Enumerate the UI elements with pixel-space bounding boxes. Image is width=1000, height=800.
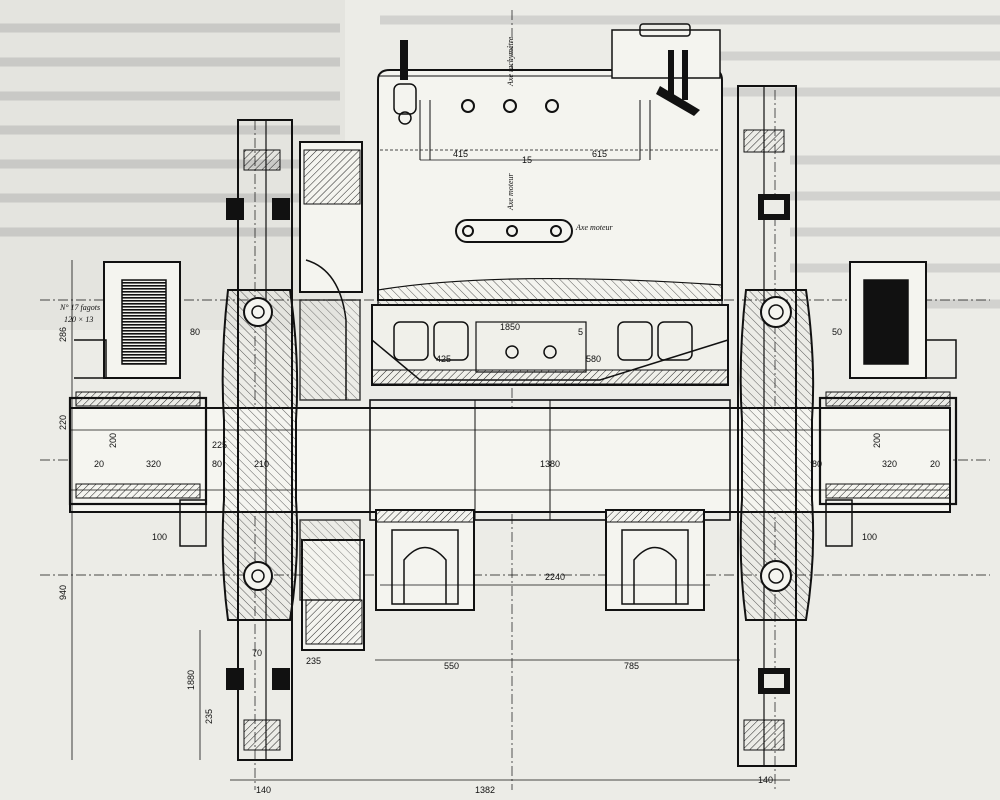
dim-235-left: 235 [204,709,214,724]
dim-320-left: 320 [146,459,161,469]
dim-220: 220 [58,415,68,430]
dim-615: 615 [592,149,607,159]
label-axe-moteur-vertical: Axe moteur [506,172,515,211]
label-ressort-note-1: N° 17 fagots [59,303,100,312]
dim-1850: 1850 [500,322,520,332]
dim-80-r: 80 [190,327,200,337]
dim-50: 50 [832,327,842,337]
suspension-boxes [375,509,705,611]
dim-1880: 1880 [186,670,196,690]
dim-15: 15 [522,155,532,165]
dim-550: 550 [444,661,459,671]
center-frame [371,304,729,386]
dim-1380: 1380 [540,459,560,469]
dim-210: 210 [254,459,269,469]
background-page-text [0,0,1000,330]
dim-425: 425 [436,354,451,364]
traction-motor [377,23,723,319]
dim-100-left: 100 [152,532,167,542]
transmission-gear [299,141,365,651]
dim-940: 940 [58,585,68,600]
dim-80-left: 80 [212,459,222,469]
dim-235-low: 235 [306,656,321,666]
dim-320-right: 320 [882,459,897,469]
dim-200-left: 200 [108,433,118,448]
dimension-lines [71,159,790,781]
dim-2240: 2240 [545,572,565,582]
dim-580: 580 [586,354,601,364]
wheel-left [221,119,299,761]
dim-70: 70 [252,648,262,658]
dimension-texts: 415 615 15 1850 425 580 5 2240 550 785 1… [58,149,940,795]
label-axe-moteur: Axe moteur [575,223,614,232]
dim-286: 286 [58,327,68,342]
dim-100-right: 100 [862,532,877,542]
annotations: Axe tachymètre Axe moteur Axe moteur N° … [59,36,614,324]
dim-140-right: 140 [758,775,773,785]
dim-80-right: 80 [812,459,822,469]
spring-left [74,261,181,379]
label-axe-tachymetre: Axe tachymètre [506,36,515,87]
dim-785: 785 [624,661,639,671]
dim-140-left: 140 [256,785,271,795]
dim-415: 415 [453,149,468,159]
axle [68,391,958,547]
dim-20-right: 20 [930,459,940,469]
spring-right [849,261,957,379]
dim-1382: 1382 [475,785,495,795]
dim-20-left: 20 [94,459,104,469]
label-ressort-note-2: 120 × 13 [64,315,93,324]
dim-5: 5 [578,327,583,337]
dim-200-right: 200 [872,433,882,448]
dim-225: 225 [212,440,227,450]
wheel-right [737,85,815,767]
